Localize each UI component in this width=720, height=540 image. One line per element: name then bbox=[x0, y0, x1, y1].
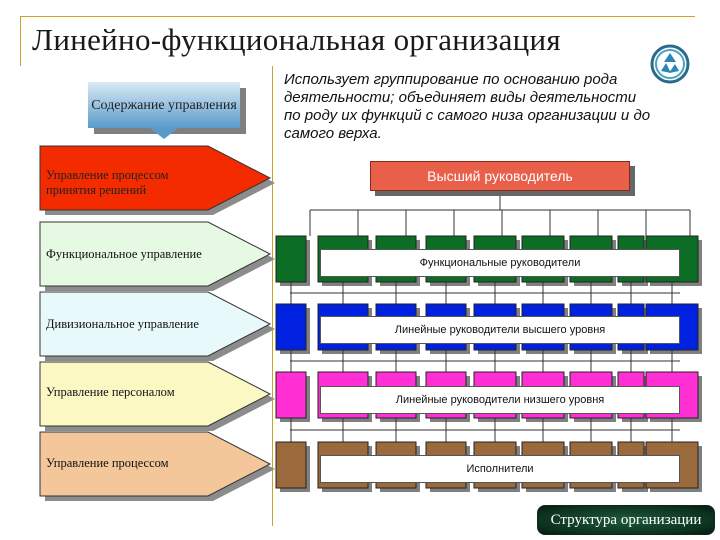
row-label-senior-line: Линейные руководители высшего уровня bbox=[320, 316, 680, 344]
content-box: Содержание управления bbox=[88, 82, 240, 128]
content-box-pointer bbox=[150, 128, 178, 139]
frame-top-line bbox=[20, 16, 695, 17]
recycle-icon bbox=[650, 44, 690, 84]
arrow-label-4: Управление процессом bbox=[46, 456, 169, 470]
row-label-junior-line: Линейные руководители низшего уровня bbox=[320, 386, 680, 414]
description-text: Использует группирование по основанию ро… bbox=[284, 71, 651, 142]
arrow-label-2: Дивизиональное управление bbox=[46, 317, 199, 331]
arrow-label-1: Функциональное управление bbox=[46, 247, 202, 261]
arrow-1 bbox=[39, 221, 272, 287]
unit-box-3-0 bbox=[275, 441, 307, 489]
frame-left-line bbox=[20, 16, 21, 66]
arrow-4 bbox=[39, 431, 272, 497]
top-manager-box: Высший руководитель bbox=[370, 161, 630, 191]
arrow-3 bbox=[39, 361, 272, 427]
unit-box-1-0 bbox=[275, 303, 307, 351]
row-label-functional: Функциональные руководители bbox=[320, 249, 680, 277]
arrow-2 bbox=[39, 291, 272, 357]
column-divider bbox=[272, 66, 273, 526]
arrow-0 bbox=[39, 145, 272, 211]
page-title: Линейно-функциональная организация bbox=[32, 22, 561, 57]
structure-badge: Структура организации bbox=[537, 505, 715, 535]
unit-box-2-0 bbox=[275, 371, 307, 419]
arrow-label-3: Управление персоналом bbox=[46, 385, 175, 399]
arrow-label-0: Управление процессом принятия решений bbox=[46, 168, 169, 197]
unit-box-0-0 bbox=[275, 235, 307, 283]
row-label-executors: Исполнители bbox=[320, 455, 680, 483]
